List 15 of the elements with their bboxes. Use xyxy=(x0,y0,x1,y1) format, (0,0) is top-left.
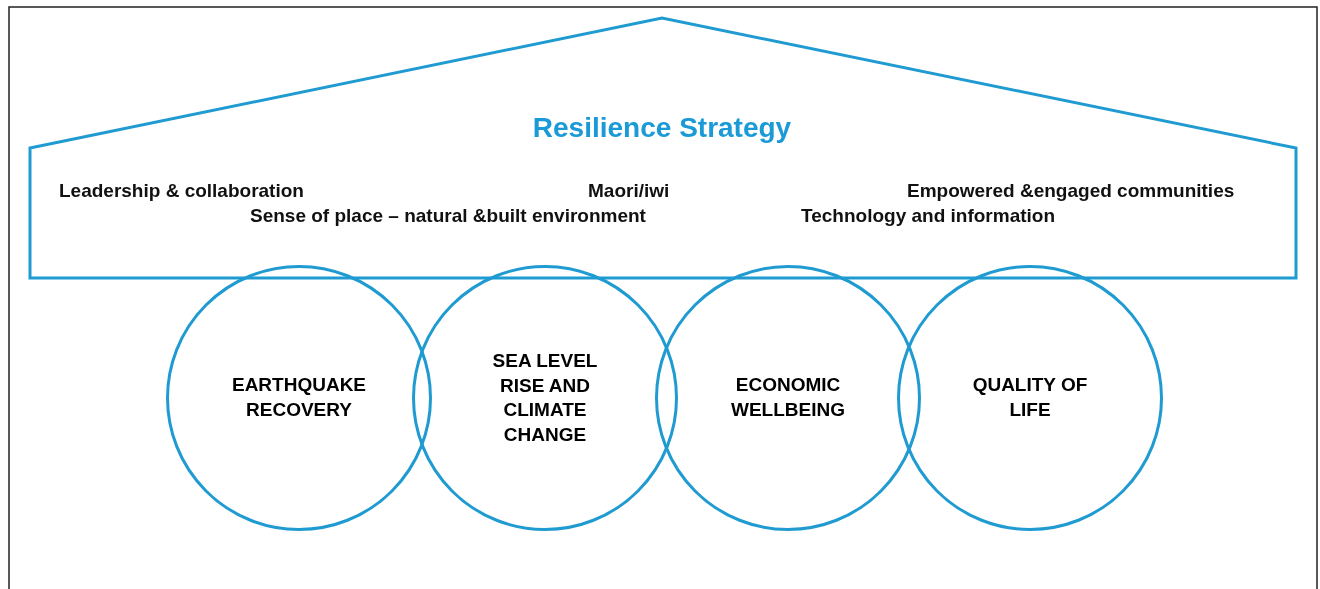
circle-label: SEA LEVEL RISE AND CLIMATE CHANGE xyxy=(491,348,599,447)
theme-circle xyxy=(897,265,1163,531)
theme-circle xyxy=(655,265,921,531)
pillar-label: Maori/iwi xyxy=(588,180,670,203)
pillar-label: Leadership & collaboration xyxy=(59,180,304,203)
pillar-label: Technology and information xyxy=(801,205,1056,228)
circle-label: EARTHQUAKE RECOVERY xyxy=(230,373,368,422)
house-heading: Resilience Strategy xyxy=(532,111,792,145)
pillar-label: Sense of place – natural &built environment xyxy=(250,205,646,228)
house-shape xyxy=(28,16,1298,280)
circle-label: ECONOMIC WELLBEING xyxy=(730,373,846,422)
theme-circle xyxy=(166,265,432,531)
theme-circle xyxy=(412,265,678,531)
pillar-label: Empowered &engaged communities xyxy=(907,180,1235,203)
circle-label: QUALITY OF LIFE xyxy=(971,373,1089,422)
